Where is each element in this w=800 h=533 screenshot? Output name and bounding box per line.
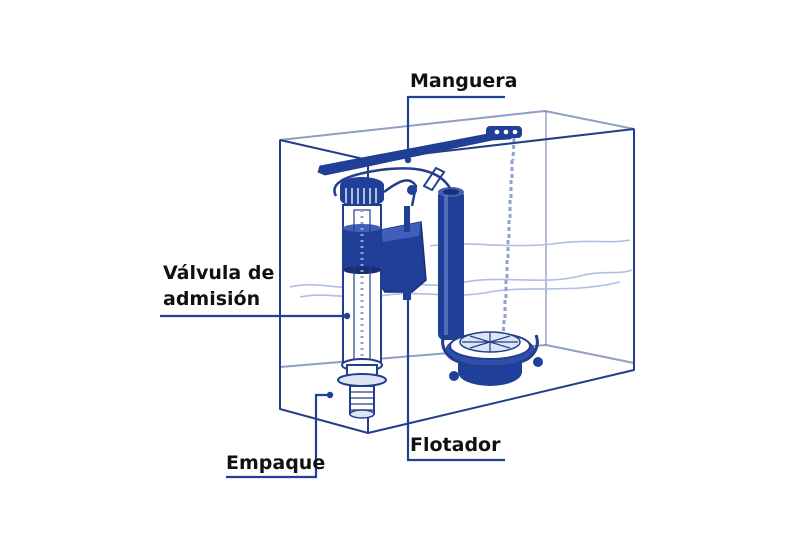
overflow-tube xyxy=(438,187,464,340)
flapper-chain xyxy=(501,137,516,341)
label-manguera: Manguera xyxy=(410,70,517,92)
callout-lines xyxy=(160,95,505,479)
callout-line-empaque xyxy=(226,393,330,479)
chain-links xyxy=(501,137,516,341)
label-flotador: Flotador xyxy=(410,434,501,456)
callout-dot-empaque xyxy=(326,391,334,399)
refill-hose xyxy=(333,167,452,197)
flush-valve xyxy=(441,331,543,386)
label-valvula-line1: Válvula de xyxy=(163,262,274,284)
callout-line-manguera xyxy=(406,95,505,160)
fill-valve xyxy=(337,166,446,419)
callout-dot-flotador xyxy=(404,293,412,301)
float-cup xyxy=(377,206,427,300)
callout-dot-valvula xyxy=(343,312,351,320)
callout-line-flotador xyxy=(406,297,505,462)
label-valvula-line2: admisión xyxy=(163,288,260,310)
label-empaque: Empaque xyxy=(226,452,325,474)
callout-dot-manguera xyxy=(404,156,412,164)
